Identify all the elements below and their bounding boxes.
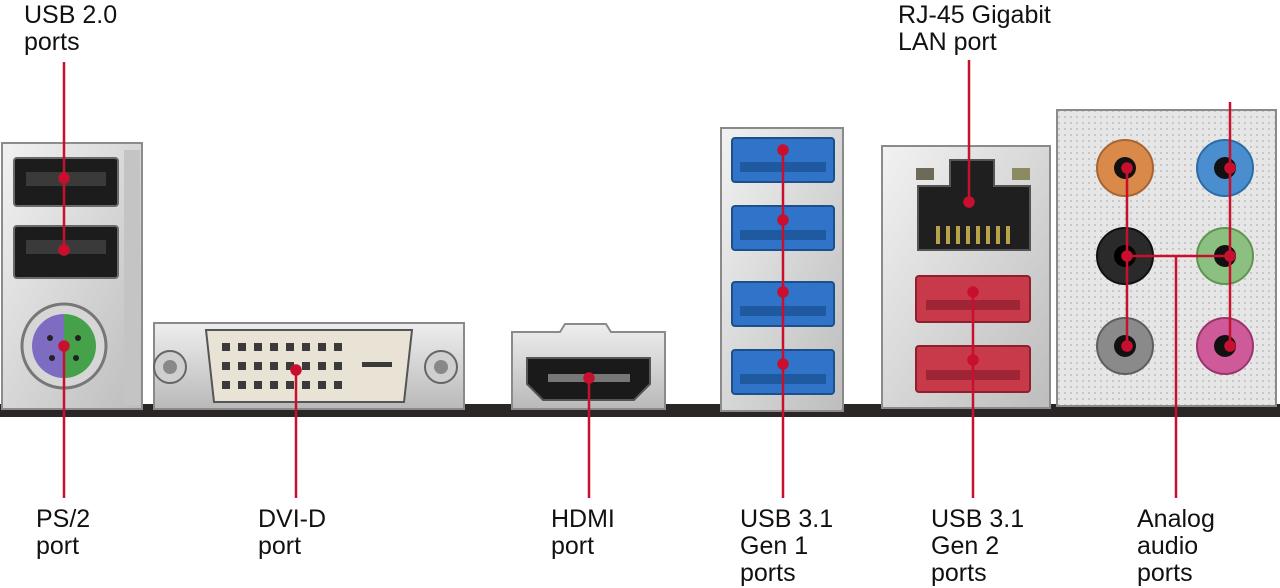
label-usb31-gen2-ports: USB 3.1 Gen 2 ports <box>931 505 1025 587</box>
label-ps2-port: PS/2 port <box>36 505 91 560</box>
callout-lines <box>58 60 1236 498</box>
lan-led-right <box>1012 168 1030 180</box>
label-usb20-ports: USB 2.0 ports <box>24 1 118 56</box>
dvid-connector <box>153 322 465 410</box>
hdmi-connector <box>511 323 666 410</box>
audio-stack <box>1056 109 1277 407</box>
usb20-ps2-stack <box>1 142 143 410</box>
label-analog-audio-ports: Analog audio ports <box>1137 505 1215 587</box>
lan-usb31-gen2-stack <box>881 145 1051 409</box>
label-rj45-lan-port: RJ-45 Gigabit LAN port <box>898 1 1051 56</box>
label-hdmi-port: HDMI port <box>551 505 615 560</box>
label-dvid-port: DVI-D port <box>258 505 327 560</box>
lan-led-left <box>916 168 934 180</box>
label-usb31-gen1-ports: USB 3.1 Gen 1 ports <box>740 505 834 587</box>
